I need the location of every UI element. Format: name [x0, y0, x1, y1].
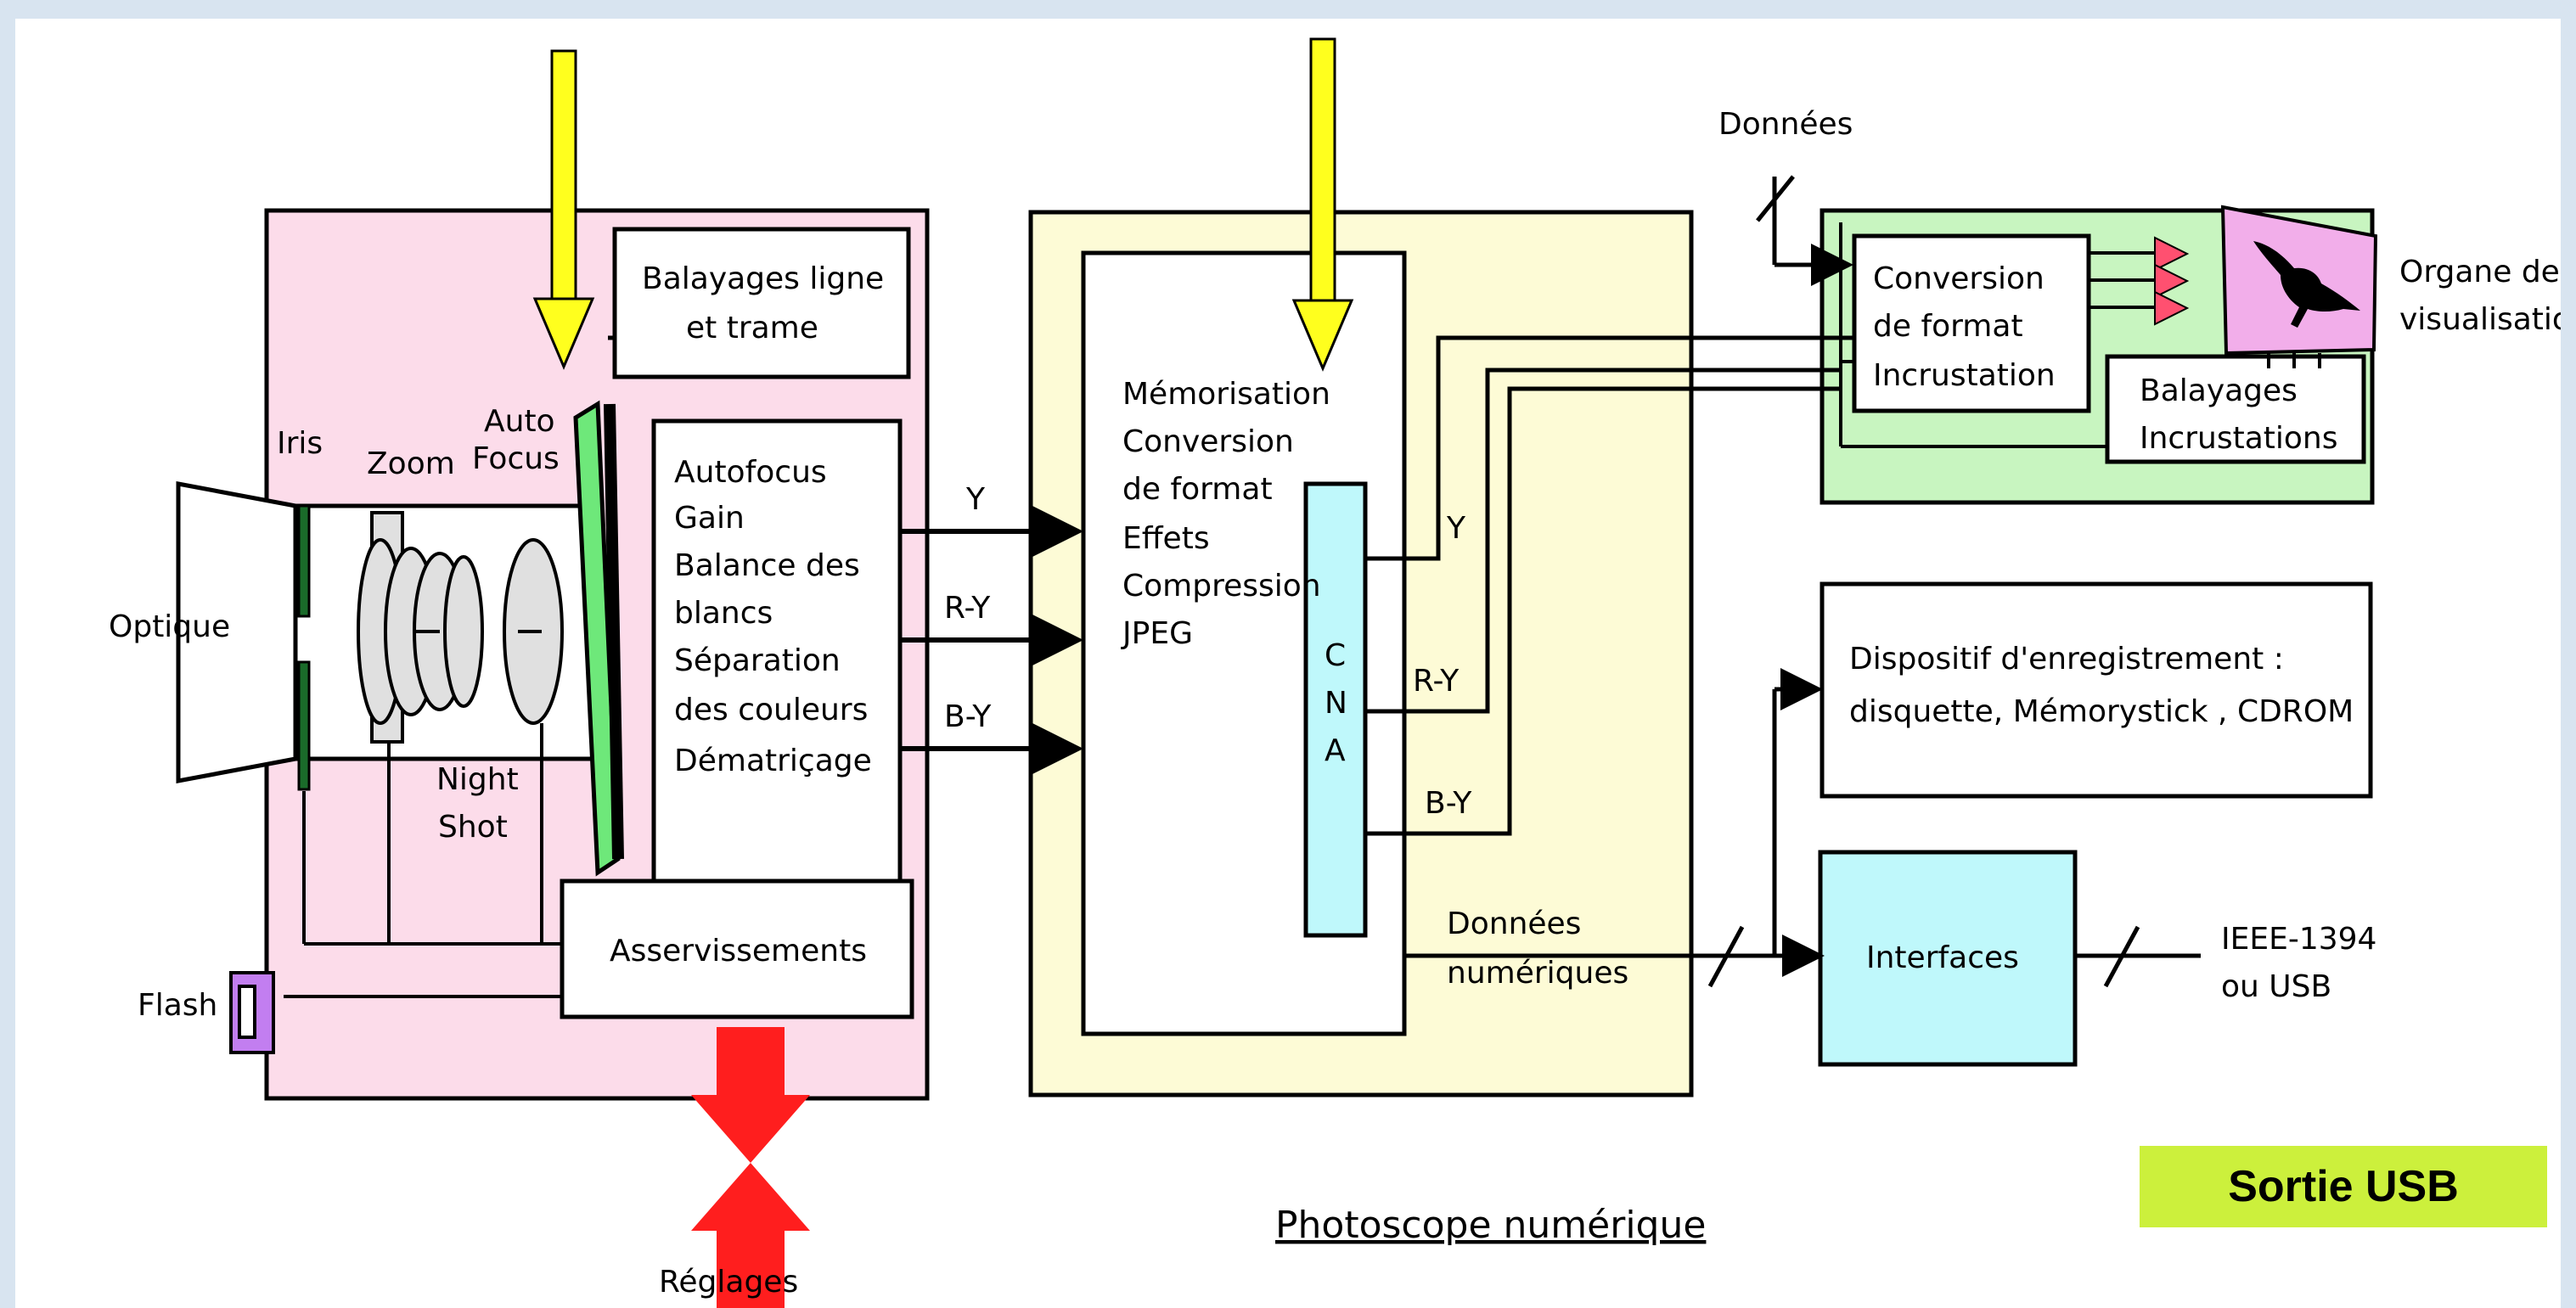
mem-line-3: Effets — [1122, 521, 1210, 556]
amplifier-icons — [2154, 236, 2190, 326]
processing-box — [651, 418, 903, 884]
organe-label-1: Organe de — [2399, 255, 2560, 289]
cna-letter-n: N — [1325, 686, 1347, 721]
mem-line-5: JPEG — [1121, 616, 1193, 651]
mem-line-2: de format — [1122, 472, 1273, 507]
balayages-label-2: et trame — [686, 311, 818, 345]
ou-usb-label: ou USB — [2221, 969, 2331, 1004]
mem-line-1: Conversion — [1122, 424, 1294, 459]
conv-line-2: Incrustation — [1873, 358, 2056, 393]
balayages-box — [612, 227, 911, 379]
proc-line-1: Gain — [674, 501, 745, 536]
mem-line-0: Mémorisation — [1122, 377, 1330, 412]
iris-label: Iris — [277, 426, 323, 461]
optique-label: Optique — [109, 609, 230, 644]
nightshot-label-1: Night — [436, 762, 519, 797]
rgb-lines — [2089, 251, 2155, 309]
cna-letter-a: A — [1325, 733, 1346, 768]
balayages-incrustations-box — [2105, 354, 2366, 464]
ieee-label: IEEE-1394 — [2221, 922, 2376, 957]
bird-icon — [2253, 241, 2360, 328]
data-route — [1404, 668, 2201, 988]
conv-line-0: Conversion — [1873, 261, 2044, 296]
storage-line-1: Dispositif d'enregistrement : — [1849, 642, 2284, 676]
cna-box — [1303, 481, 1368, 938]
zoom-label: Zoom — [367, 446, 455, 481]
iris-plate-top — [297, 504, 311, 618]
signal-arrows — [900, 506, 1083, 774]
bal-inc-line-1: Incrustations — [2140, 421, 2338, 456]
cna-by-label: B-Y — [1425, 786, 1472, 821]
proc-line-4: Séparation — [674, 643, 841, 678]
reglages-arrow — [691, 1027, 810, 1308]
screen-legs — [2267, 353, 2321, 368]
autofocus-label-1: Auto — [484, 404, 555, 439]
flash-label: Flash — [138, 988, 217, 1023]
mem-line-4: Compression — [1122, 569, 1321, 603]
conversion-box — [1852, 233, 2091, 413]
yellow-arrow-left — [532, 49, 595, 370]
proc-line-6: Dématriçage — [674, 744, 872, 778]
proc-line-3: blancs — [674, 596, 773, 631]
donnees-num-label-1: Données — [1447, 907, 1581, 941]
proc-line-0: Autofocus — [674, 455, 827, 490]
reglages-label: Réglages — [659, 1265, 798, 1300]
proc-line-5: des couleurs — [674, 693, 868, 727]
signal-ry-label: R-Y — [944, 591, 991, 626]
sortie-usb-badge: Sortie USB — [2140, 1146, 2547, 1227]
balayages-label-1: Balayages ligne — [642, 261, 884, 296]
organe-label-2: visualisation — [2399, 302, 2561, 337]
proc-line-2: Balance des — [674, 548, 860, 583]
storage-line-2: disquette, Mémorystick , CDROM — [1849, 694, 2354, 729]
donnees-label: Données — [1718, 107, 1853, 142]
focus-lens — [503, 538, 564, 725]
cna-y-label: Y — [1446, 511, 1466, 546]
yellow-arrow-right — [1291, 37, 1354, 372]
donnees-input — [1756, 175, 1853, 286]
cna-letter-c: C — [1325, 638, 1346, 673]
asservissements-box — [560, 879, 914, 1019]
donnees-num-label-2: numériques — [1447, 956, 1628, 991]
cna-output-lines — [1365, 335, 1854, 836]
diagram-title: Photoscope numérique — [1275, 1204, 1706, 1247]
storage-box — [1820, 581, 2373, 799]
block-diagram: Optique Iris Zoom Auto Focus Night Shot … — [109, 37, 2561, 1308]
interfaces-box — [1818, 850, 2078, 1067]
feedback-lines — [284, 723, 562, 998]
autofocus-label-2: Focus — [472, 441, 560, 476]
zoom-lenses — [357, 511, 484, 744]
diagram-canvas: Optique Iris Zoom Auto Focus Night Shot … — [15, 19, 2561, 1308]
signal-y-label: Y — [965, 482, 986, 517]
signal-by-label: B-Y — [944, 699, 992, 734]
bal-inc-line-0: Balayages — [2140, 373, 2298, 408]
interfaces-label: Interfaces — [1866, 940, 2019, 975]
iris-plate-bottom — [297, 660, 311, 791]
cna-ry-label: R-Y — [1413, 664, 1460, 699]
nightshot-label-2: Shot — [438, 810, 508, 845]
conv-line-1: de format — [1873, 309, 2023, 344]
asservissements-label: Asservissements — [610, 934, 867, 968]
